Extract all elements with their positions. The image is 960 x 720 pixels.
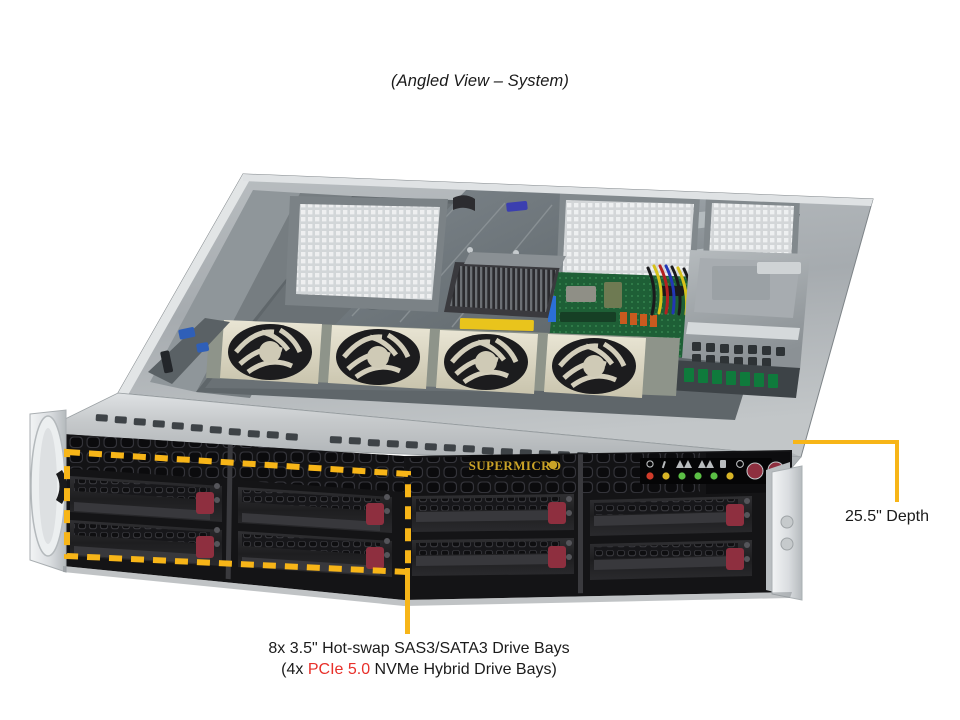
drive-bays-leader [405,568,410,634]
drive-carrier [412,538,574,576]
power-supply-module [682,250,810,370]
drive-carrier [590,496,752,536]
rack-ear-right [766,462,803,601]
depth-leader-vertical [895,440,899,502]
drive-bays-caption-line2: (4x PCIe 5.0 NVMe Hybrid Drive Bays) [0,659,838,680]
front-drive-bank-right: SUPERMICRO [404,450,792,600]
fan-wall [206,318,680,398]
page-title: (Angled View – System) [391,72,569,90]
supermicro-logo-text: SUPERMICRO [469,458,562,473]
drive-bays-caption-line1: 8x 3.5" Hot-swap SAS3/SATA3 Drive Bays [268,640,570,657]
drive-bays-caption: 8x 3.5" Hot-swap SAS3/SATA3 Drive Bays (… [0,638,838,680]
status-leds [646,472,734,480]
pcie-highlight: PCIe 5.0 [307,661,371,678]
drive-carrier [590,540,752,580]
depth-leader-horizontal [793,440,899,444]
caption-prefix: (4x [281,661,308,678]
caption-suffix: NVMe Hybrid Drive Bays) [370,661,557,678]
chassis-top-open [117,173,874,458]
drive-carrier [412,494,574,532]
rack-ear-left [29,409,67,573]
depth-label: 25.5" Depth [845,508,929,525]
